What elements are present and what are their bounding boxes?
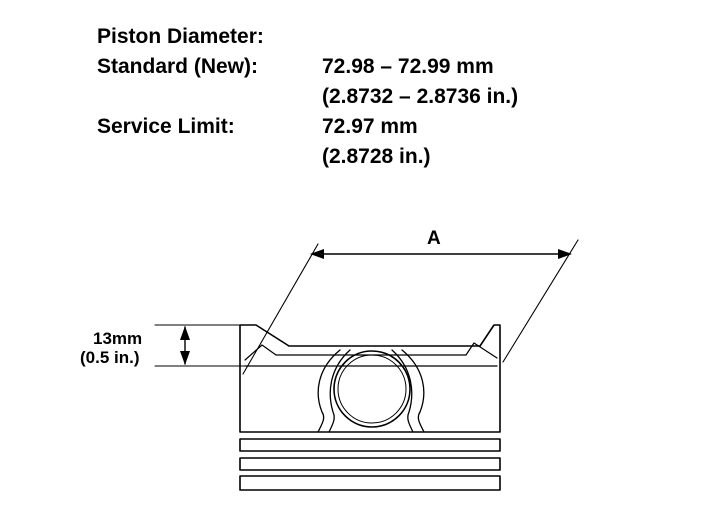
- service-limit-label: Service Limit:: [97, 115, 235, 138]
- standard-value-in: (2.8732 – 2.8736 in.): [322, 85, 519, 108]
- piston-pin-hole-inner: [337, 354, 407, 424]
- piston-pin-hole: [333, 350, 411, 428]
- extension-line-right: [502, 239, 579, 363]
- extension-line-left: [242, 243, 319, 375]
- piston-body-outline: [239, 324, 501, 433]
- ring-land-2: [239, 457, 501, 471]
- standard-value-mm: 72.98 – 72.99 mm: [322, 55, 494, 78]
- pin-boss-right-inner: [391, 349, 414, 433]
- ring-land-1: [239, 438, 501, 452]
- pin-boss-left-inner: [328, 349, 351, 433]
- height-mm-label: 13mm: [93, 329, 143, 348]
- piston-diameter-heading: Piston Diameter:: [97, 25, 264, 48]
- pin-boss-right: [401, 349, 425, 433]
- ring-land-3: [239, 475, 501, 491]
- pin-boss-left: [317, 349, 341, 433]
- arrowhead-height-top: [180, 326, 190, 340]
- service-limit-value-mm: 72.97 mm: [322, 115, 418, 138]
- standard-label: Standard (New):: [97, 55, 259, 78]
- height-in-label: (0.5 in.): [80, 348, 140, 367]
- arrowhead-height-bottom: [180, 351, 190, 365]
- dimension-a-label: A: [427, 228, 441, 249]
- arrowhead-a-right: [558, 249, 572, 259]
- arrowhead-a-left: [310, 249, 324, 259]
- service-limit-value-in: (2.8728 in.): [322, 145, 431, 168]
